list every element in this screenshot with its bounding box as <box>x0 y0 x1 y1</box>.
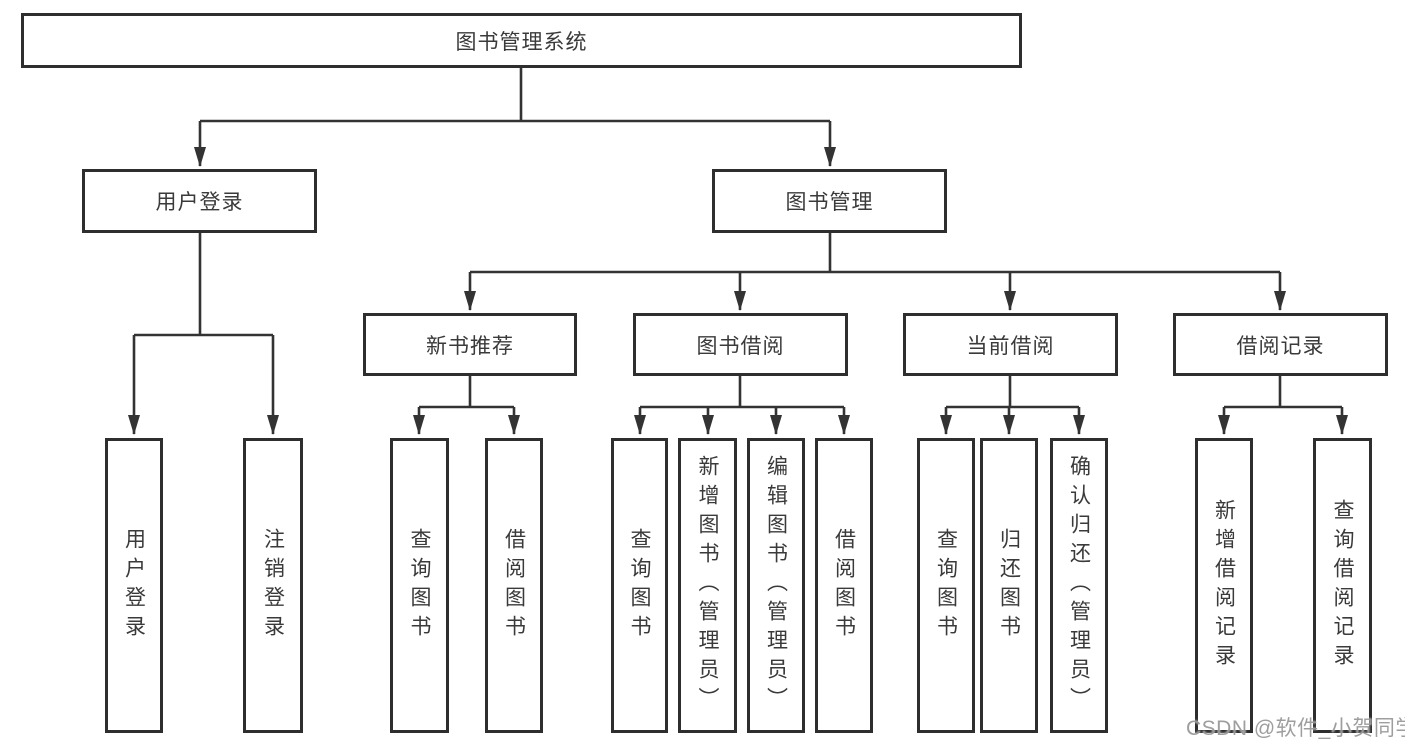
leaf-cb-query-books: 查询图书 <box>917 438 975 733</box>
leaf-bb-query-books-label: 查询图书 <box>628 527 651 644</box>
leaf-br-add-record: 新增借阅记录 <box>1195 438 1253 733</box>
leaf-nb-query-books: 查询图书 <box>390 438 449 733</box>
leaf-user-login: 用户登录 <box>105 438 163 733</box>
leaf-cb-return-books: 归还图书 <box>980 438 1038 733</box>
leaf-cb-confirm-return-admin-label: 确认归还（管理员） <box>1067 455 1091 716</box>
csdn-watermark: CSDN @软件_小贺同学 <box>1186 717 1405 740</box>
node-library-system: 图书管理系统 <box>21 13 1022 68</box>
leaf-bb-borrow-books-label: 借阅图书 <box>832 527 856 644</box>
node-book-management: 图书管理 <box>712 169 947 233</box>
leaf-nb-query-books-label: 查询图书 <box>408 527 431 644</box>
leaf-br-add-record-label: 新增借阅记录 <box>1212 498 1236 673</box>
node-book-borrowing: 图书借阅 <box>633 313 848 376</box>
node-borrowing-records-label: 借阅记录 <box>1236 334 1325 358</box>
connector-trunks <box>134 68 1342 409</box>
leaf-logout: 注销登录 <box>243 438 303 733</box>
leaf-bb-borrow-books: 借阅图书 <box>815 438 873 733</box>
leaf-bb-add-books-admin-label: 新增图书（管理员） <box>696 455 719 716</box>
node-new-book-recommend-label: 新书推荐 <box>426 334 514 358</box>
node-current-borrowing-label: 当前借阅 <box>966 334 1055 358</box>
node-library-system-label: 图书管理系统 <box>455 30 588 54</box>
node-book-management-label: 图书管理 <box>785 191 874 214</box>
node-user-login: 用户登录 <box>82 169 317 233</box>
leaf-cb-return-books-label: 归还图书 <box>997 527 1021 644</box>
leaf-user-login-label: 用户登录 <box>122 527 146 644</box>
node-user-login-label: 用户登录 <box>155 191 244 214</box>
leaf-br-query-record: 查询借阅记录 <box>1313 438 1372 733</box>
node-new-book-recommend: 新书推荐 <box>363 313 577 376</box>
leaf-nb-borrow-books-label: 借阅图书 <box>502 527 526 644</box>
leaf-bb-query-books: 查询图书 <box>611 438 668 733</box>
leaf-bb-add-books-admin: 新增图书（管理员） <box>678 438 737 733</box>
node-borrowing-records: 借阅记录 <box>1173 313 1388 376</box>
node-book-borrowing-label: 图书借阅 <box>696 334 785 358</box>
leaf-cb-query-books-label: 查询图书 <box>934 527 958 644</box>
leaf-br-query-record-label: 查询借阅记录 <box>1331 498 1354 673</box>
leaf-bb-edit-books-admin-label: 编辑图书（管理员） <box>764 455 788 716</box>
leaf-cb-confirm-return-admin: 确认归还（管理员） <box>1050 438 1108 733</box>
leaf-nb-borrow-books: 借阅图书 <box>485 438 543 733</box>
leaf-bb-edit-books-admin: 编辑图书（管理员） <box>747 438 805 733</box>
leaf-logout-label: 注销登录 <box>261 527 285 644</box>
node-current-borrowing: 当前借阅 <box>903 313 1118 376</box>
